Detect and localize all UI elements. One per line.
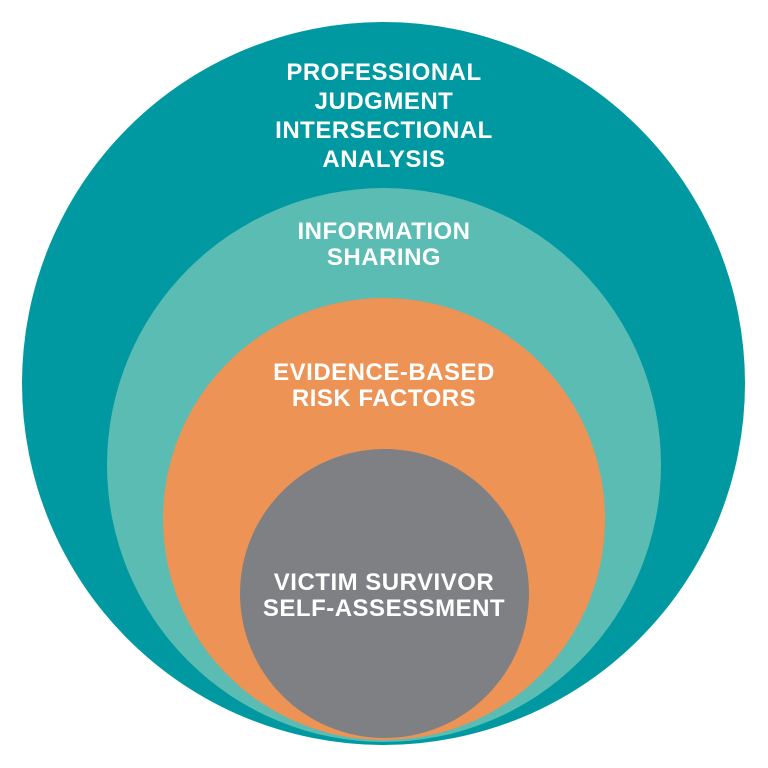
label-information-sharing: INFORMATION SHARING bbox=[297, 218, 471, 271]
label-evidence-based-risk-factors: EVIDENCE-BASED RISK FACTORS bbox=[273, 359, 495, 412]
label-victim-survivor-self-assessment: VICTIM SURVIVOR SELF-ASSESSMENT bbox=[262, 569, 506, 622]
circle-victim-survivor-self-assessment bbox=[240, 449, 529, 738]
label-professional-judgment: PROFESSIONAL JUDGMENT INTERSECTIONAL ANA… bbox=[275, 59, 493, 173]
